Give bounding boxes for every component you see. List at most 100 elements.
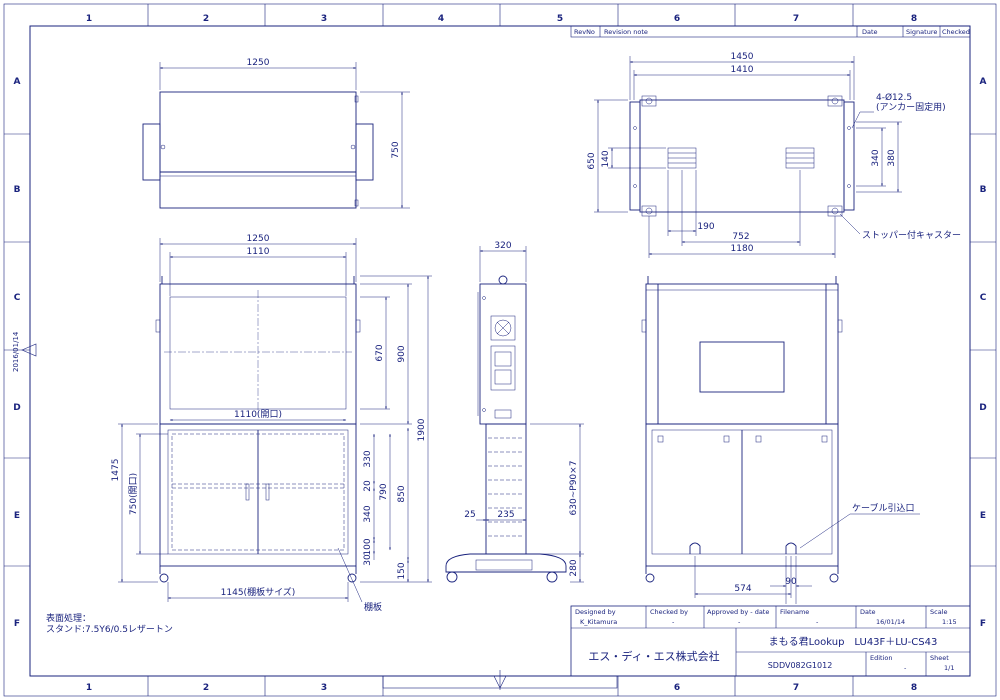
top-depth-dim: 750 [391,141,401,158]
rev-checked-label: Checked [942,28,970,36]
drawing-number: SDDV082G1012 [768,661,833,670]
bottom-650-dim: 650 [587,152,597,169]
zone-row-f-left: F [14,619,20,629]
cable-inlet-label: ケーブル引込口 [852,502,914,514]
scale-value: 1:15 [942,618,957,626]
stand-100-dim: 100 [363,538,373,555]
bottom-1410-dim: 1410 [731,65,754,75]
bottom-1450-dim: 1450 [731,52,754,62]
front-opening-dim: 1110(開口) [234,409,282,420]
zone-row-e-right: E [980,511,986,521]
bottom-190-dim: 190 [697,222,714,232]
zone-col-2-bottom: 2 [203,683,209,693]
bottom-view: 1450 1410 4-Ø12.5 (アンカー固定用) 650 140 340 … [587,52,961,258]
bottom-380-dim: 380 [887,149,897,166]
zone-row-d-right: D [979,403,986,413]
zone-col-3-bottom: 3 [321,683,327,693]
checked-by-label: Checked by [650,608,688,616]
anchor-hole-label: 4-Ø12.5 [876,92,912,103]
front-1900-dim: 1900 [417,418,427,441]
side-width-dim: 320 [494,241,511,251]
sheet-value: 1/1 [944,664,954,672]
front-900-dim: 900 [397,345,407,362]
filename-label: Filename [780,608,809,616]
zone-row-b-left: B [14,185,21,195]
zone-col-8-top: 8 [911,14,917,24]
side-235-dim: 235 [497,510,514,520]
surface-note: 表面処理： スタンド:7.5Y6/0.5レザートン [46,612,173,635]
zone-col-2-top: 2 [203,14,209,24]
top-view: 1250 750 [142,58,410,209]
title-block: Designed by K_Kitamura Checked by - Appr… [570,605,971,677]
shelf-size-dim: 1145(棚板サイズ) [221,586,296,598]
sheet-label: Sheet [930,654,949,662]
product-name: まもる君Lookup LU43F＋LU-CS43 [769,636,938,648]
side-view: 320 235 25 630~P90×7 280 [445,241,584,583]
bottom-752-dim: 752 [732,232,749,242]
approved-value: - [738,618,741,626]
front-view: 1250 1110 1110(開口) 1145(棚板サイズ) 棚板 670 90… [111,234,432,613]
drawing-frame [3,3,997,697]
front-inner-width-dim: 1110 [247,247,270,257]
zone-col-6-bottom: 6 [674,683,680,693]
zone-col-5-top: 5 [557,14,563,24]
company-name: エス・ディ・エス株式会社 [588,649,719,663]
date-label: Date [860,608,876,616]
rev-note-label: Revision note [604,28,648,36]
zone-row-c-right: C [980,293,987,303]
zone-row-c-left: C [14,293,21,303]
anchor-note-label: (アンカー固定用) [876,101,946,113]
zone-col-7-bottom: 7 [793,683,799,693]
stand-850-dim: 850 [397,485,407,502]
surface-note-title: 表面処理： [46,612,91,624]
zone-row-d-left: D [13,403,20,413]
rear-90-dim: 90 [785,577,797,587]
designed-by-value: K_Kitamura [580,618,617,626]
rev-no-label: RevNo [574,28,595,36]
shelf-label: 棚板 [364,601,382,613]
zone-row-a-left: A [14,77,21,87]
side-280-dim: 280 [569,559,579,576]
side-pitch-dim: 630~P90×7 [569,461,579,516]
zone-row-f-right: F [980,619,986,629]
edition-label: Edition [870,654,893,662]
front-670-dim: 670 [375,344,385,361]
edition-value: - [904,664,907,672]
zone-col-1-top: 1 [86,14,92,24]
checked-by-value: - [672,618,675,626]
bottom-1180-dim: 1180 [731,244,754,254]
zone-row-a-right: A [980,77,987,87]
rev-date-label: Date [862,28,878,36]
revision-block: RevNo Revision note Date Signature Check… [570,25,971,38]
front-width-dim: 1250 [247,234,270,244]
rev-signature-label: Signature [906,28,937,36]
side-date: 2016/01/14 [12,331,20,372]
scale-label: Scale [930,608,948,616]
front-1475-dim: 1475 [111,459,121,482]
date-value: 16/01/14 [876,618,905,626]
approved-label: Approved by - date [707,608,769,616]
zone-col-6-top: 6 [674,14,680,24]
bottom-340-dim: 340 [871,149,881,166]
zone-col-1-bottom: 1 [86,683,92,693]
stand-20-dim: 20 [363,480,373,492]
front-750-open-dim: 750(開口) [128,473,139,515]
stand-340-dim: 340 [363,505,373,522]
zone-col-8-bottom: 8 [911,683,917,693]
designed-by-label: Designed by [575,608,616,616]
top-width-dim: 1250 [247,58,270,68]
zone-labels: 1 2 3 4 5 6 7 8 1 2 3 6 7 8 A B C D E F … [13,14,986,693]
rear-view: ケーブル引込口 574 90 [641,276,920,604]
filename-value: - [816,618,819,626]
stand-30-dim: 30 [363,554,373,566]
caster-note-label: ストッパー付キャスター [862,230,961,241]
bottom-140-dim: 140 [601,150,611,167]
stand-330-dim: 330 [363,450,373,467]
side-25-dim: 25 [464,510,475,520]
stand-790-dim: 790 [379,483,389,500]
zone-row-b-right: B [980,185,987,195]
stand-150-dim: 150 [397,562,407,579]
zone-col-7-top: 7 [793,14,799,24]
surface-note-body: スタンド:7.5Y6/0.5レザートン [46,624,173,635]
